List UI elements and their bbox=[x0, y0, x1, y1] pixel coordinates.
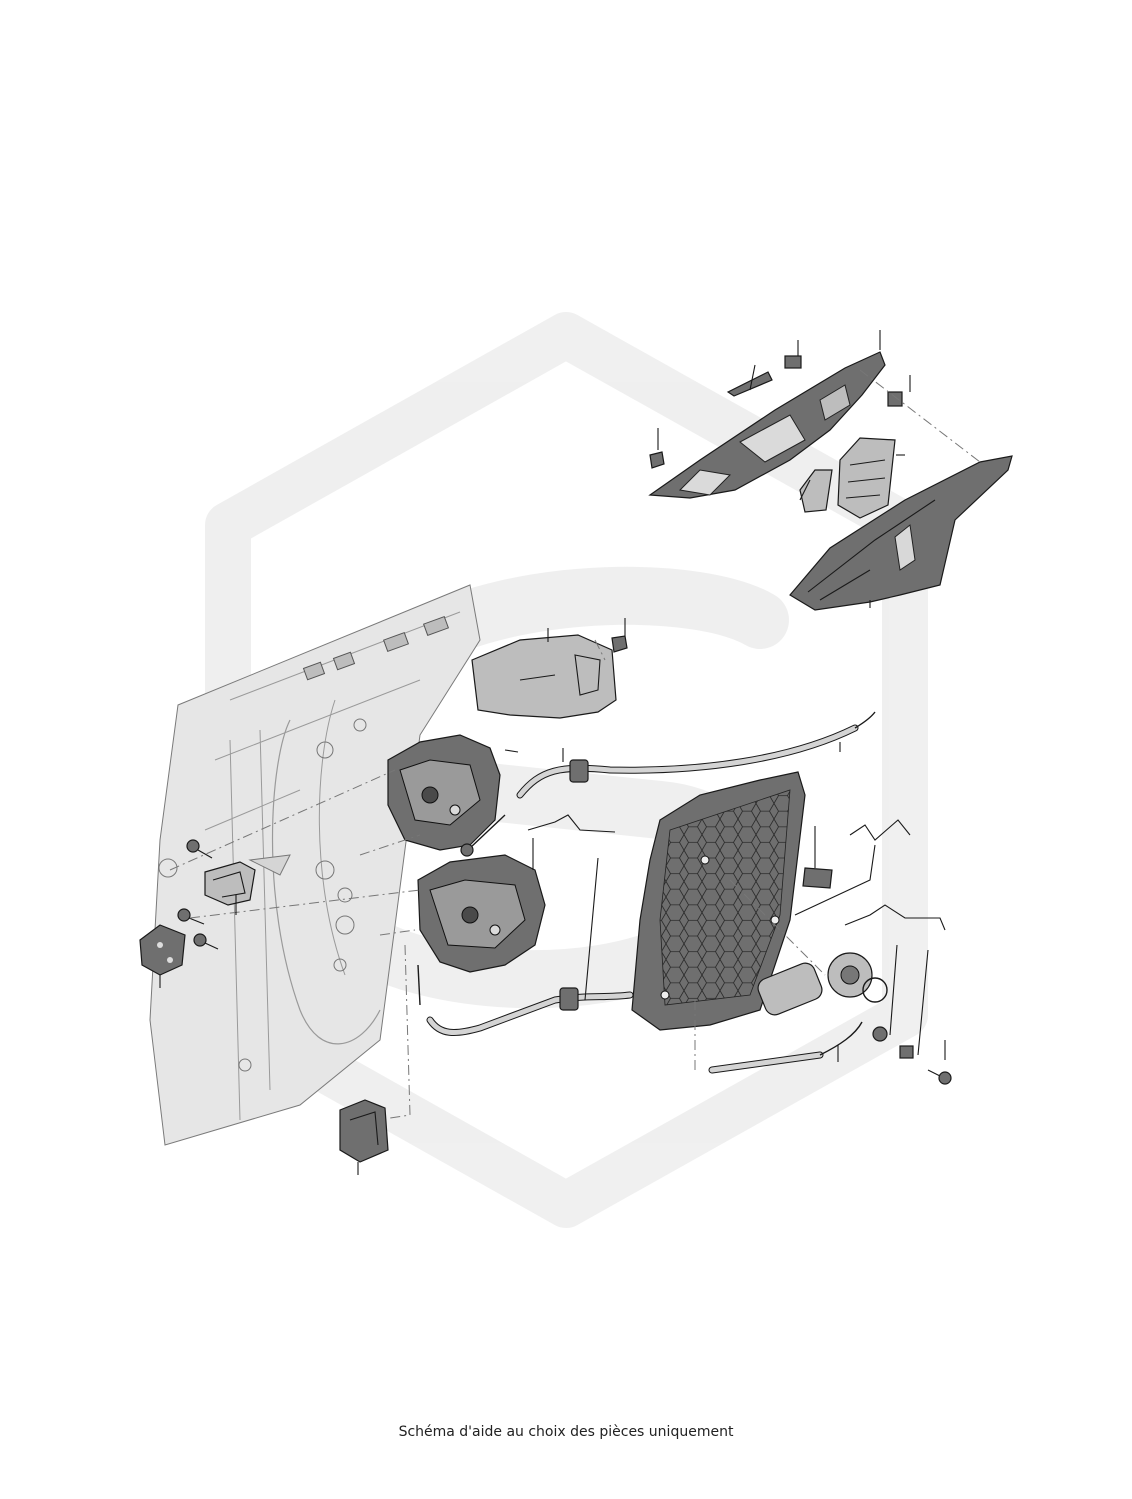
spacer-right bbox=[899, 1045, 914, 1059]
nut-right bbox=[872, 1026, 888, 1042]
trim-clips bbox=[649, 355, 903, 469]
assembly-guide-lines bbox=[169, 369, 981, 1119]
diagram-caption: Schéma d'aide au choix des pièces unique… bbox=[398, 1424, 734, 1440]
door-striker bbox=[204, 861, 256, 906]
window-regulator-panel bbox=[631, 771, 806, 1031]
hinge-plate bbox=[139, 924, 186, 976]
lock-cover bbox=[339, 1099, 389, 1163]
door-lock-actuator-lower bbox=[417, 854, 546, 973]
bolt-lower-left bbox=[193, 933, 219, 950]
felt-pad bbox=[802, 867, 833, 889]
window-switch-buttons bbox=[799, 437, 896, 519]
bolt-right bbox=[927, 1069, 952, 1085]
door-lock-actuator-upper bbox=[387, 734, 501, 851]
window-motor bbox=[757, 952, 888, 1016]
cap-plug bbox=[158, 858, 178, 878]
callout-leaders bbox=[159, 330, 946, 1175]
handle-carrier-bracket bbox=[648, 351, 886, 499]
bolts-and-screws bbox=[158, 839, 952, 1085]
outer-door-handle-trim bbox=[789, 455, 1013, 611]
door-inner-panel bbox=[149, 584, 481, 1146]
bolt-upper-left bbox=[186, 839, 213, 859]
inner-handle-housing bbox=[471, 634, 628, 719]
release-cables bbox=[417, 711, 876, 1074]
bolt-mid-left bbox=[177, 908, 205, 925]
